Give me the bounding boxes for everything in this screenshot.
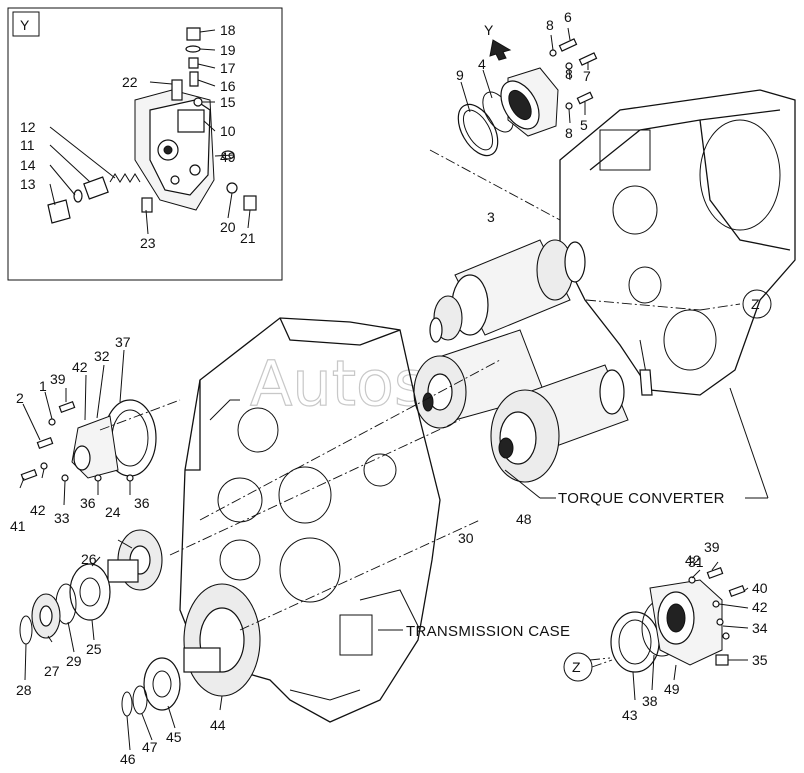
part-label-11: 11 (20, 137, 35, 153)
retainer-assembly-top (457, 27, 598, 157)
z-marker-top-label: Z (751, 296, 760, 312)
part-label-41: 41 (10, 518, 26, 534)
part-label-8: 8 (546, 17, 554, 33)
part-label-38: 38 (642, 693, 658, 709)
part-label-47: 47 (142, 739, 158, 755)
part-label-39b: 39 (704, 539, 720, 555)
lower-center-gear-stack (121, 583, 261, 751)
part-label-8c: 8 (565, 125, 573, 141)
part-label-22: 22 (122, 74, 138, 90)
part-label-17: 17 (220, 60, 236, 76)
part-label-9: 9 (456, 67, 464, 83)
retainer-assembly-left (19, 349, 157, 506)
part-label-45: 45 (166, 729, 182, 745)
part-label-14: 14 (20, 157, 36, 173)
lower-right-retainer-z (610, 561, 749, 701)
part-label-1: 1 (39, 378, 47, 394)
part-label-42c: 42 (685, 552, 701, 568)
part-label-12: 12 (20, 119, 36, 135)
part-label-7: 7 (583, 68, 591, 84)
part-label-31: 31 (688, 554, 704, 570)
part-label-46: 46 (120, 751, 136, 767)
torque-converter-label: TORQUE CONVERTER (558, 490, 725, 507)
part-label-27: 27 (44, 663, 60, 679)
shaft-assembly-48 (490, 364, 653, 483)
part-label-35: 35 (752, 652, 768, 668)
part-label-6: 6 (564, 9, 572, 25)
z-marker-bottom-label: Z (572, 659, 581, 675)
part-label-18: 18 (220, 22, 236, 38)
part-label-42d: 42 (752, 599, 768, 615)
part-label-3: 3 (487, 209, 495, 225)
part-label-42: 42 (72, 359, 88, 375)
part-label-36: 36 (80, 495, 96, 511)
part-label-49b: 49 (664, 681, 680, 697)
part-label-49: 49 (220, 149, 236, 165)
part-label-48: 48 (516, 511, 532, 527)
part-label-37: 37 (115, 334, 131, 350)
part-label-42b: 42 (30, 502, 46, 518)
part-label-26: 26 (81, 551, 97, 567)
part-label-4: 4 (478, 56, 486, 72)
part-label-29: 29 (66, 653, 82, 669)
lower-left-gear-stack (19, 529, 163, 681)
z-marker-bottom: Z (563, 652, 613, 682)
part-label-33: 33 (54, 510, 70, 526)
part-label-34: 34 (752, 620, 768, 636)
part-label-13: 13 (20, 176, 36, 192)
callout-transmission-case: TRANSMISSION CASE (378, 623, 570, 640)
callout-torque-converter: TORQUE CONVERTER (504, 387, 769, 507)
part-label-30: 30 (458, 530, 474, 546)
part-label-20: 20 (220, 219, 236, 235)
part-label-8b: 8 (565, 66, 573, 82)
assembly-axis-lines (99, 149, 741, 661)
part-label-19: 19 (220, 42, 236, 58)
part-label-32: 32 (94, 348, 110, 364)
detail-view-tag: Y (20, 17, 30, 33)
detail-view-y: Y (7, 7, 283, 281)
part-label-28: 28 (16, 682, 32, 698)
part-number-labels: 1 2 3 4 5 6 7 8 8 8 9 10 11 12 13 14 15 … (10, 9, 768, 767)
torque-converter-housing (559, 89, 796, 396)
part-label-43: 43 (622, 707, 638, 723)
part-label-15: 15 (220, 94, 236, 110)
transmission-case-label: TRANSMISSION CASE (406, 623, 570, 640)
view-arrow-y-label: Y (484, 22, 494, 38)
part-label-25: 25 (86, 641, 102, 657)
part-label-21: 21 (240, 230, 256, 246)
part-label-23: 23 (140, 235, 156, 251)
part-label-24: 24 (105, 504, 121, 520)
part-label-40: 40 (752, 580, 768, 596)
part-label-16: 16 (220, 78, 236, 94)
part-label-44: 44 (210, 717, 226, 733)
part-label-36b: 36 (134, 495, 150, 511)
part-label-39: 39 (50, 371, 66, 387)
shaft-assembly-3 (429, 239, 586, 343)
part-label-5: 5 (580, 117, 588, 133)
part-label-10: 10 (220, 123, 236, 139)
part-label-2: 2 (16, 390, 24, 406)
z-marker-top: Z (742, 289, 772, 319)
